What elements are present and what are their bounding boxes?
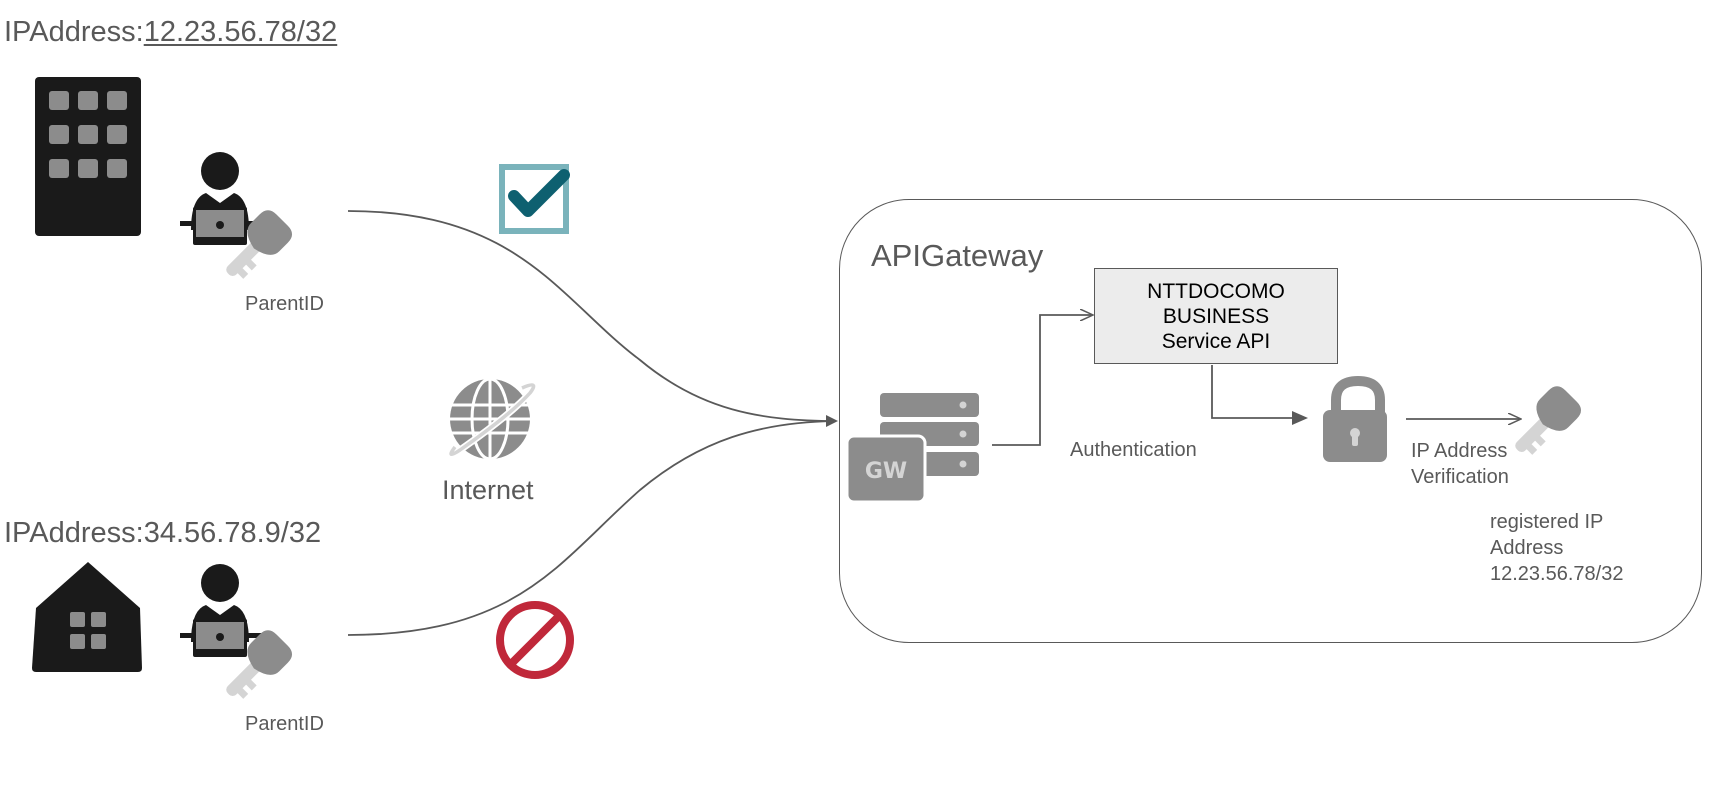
key-icon [226, 630, 293, 699]
service-api-box: NTTDOCOMO BUSINESS Service API [1094, 268, 1338, 364]
home-ip-label: IPAddress:34.56.78.9/32 [4, 517, 321, 550]
registered-ip-line: Address [1490, 537, 1564, 559]
registered-ip-label: registered IP Address 12.23.56.78/32 [1490, 509, 1623, 587]
office-ip-label: IPAddress:12.23.56.78/32 [4, 16, 337, 49]
service-to-lock-line [1211, 365, 1308, 425]
user-laptop-icon [180, 564, 262, 657]
internet-label: Internet [442, 475, 534, 505]
api-gateway-frame [839, 199, 1702, 643]
service-api-line: NTTDOCOMO [1147, 279, 1285, 303]
office-connection-line [347, 210, 838, 427]
home-connection-line [347, 420, 837, 636]
office-building-icon [35, 77, 141, 236]
api-gateway-title: APIGateway [871, 238, 1044, 273]
ip-verification-line: Verification [1411, 466, 1509, 488]
ip-verification-label: IP Address Verification [1411, 438, 1509, 490]
registered-ip-line: 12.23.56.78/32 [1490, 563, 1624, 585]
service-api-line: BUSINESS [1162, 304, 1270, 328]
gateway-badge: GW [865, 459, 907, 484]
registered-key-icon [1515, 386, 1582, 455]
office-key-label: ParentID [245, 293, 324, 315]
office-ip-value: 12.23.56.78/32 [143, 16, 338, 48]
gateway-server-icon: GW [845, 393, 979, 504]
globe-icon [447, 377, 538, 461]
home-ip-value: 34.56.78.9/32 [143, 517, 322, 549]
office-ip-prefix: IPAddress: [4, 16, 144, 48]
prohibited-icon [496, 601, 574, 679]
gateway-to-service-line [992, 315, 1092, 446]
house-icon [32, 562, 142, 672]
authentication-label: Authentication [1070, 439, 1197, 461]
checkbox-checked-icon [499, 164, 570, 234]
home-ip-prefix: IPAddress: [4, 517, 144, 549]
padlock-icon [1323, 375, 1387, 462]
ip-verification-line: IP Address [1411, 440, 1508, 462]
user-laptop-icon [180, 152, 262, 245]
home-key-label: ParentID [245, 713, 324, 735]
registered-ip-line: registered IP [1490, 511, 1604, 533]
key-icon [226, 210, 293, 279]
service-api-line: Service API [1161, 329, 1271, 353]
